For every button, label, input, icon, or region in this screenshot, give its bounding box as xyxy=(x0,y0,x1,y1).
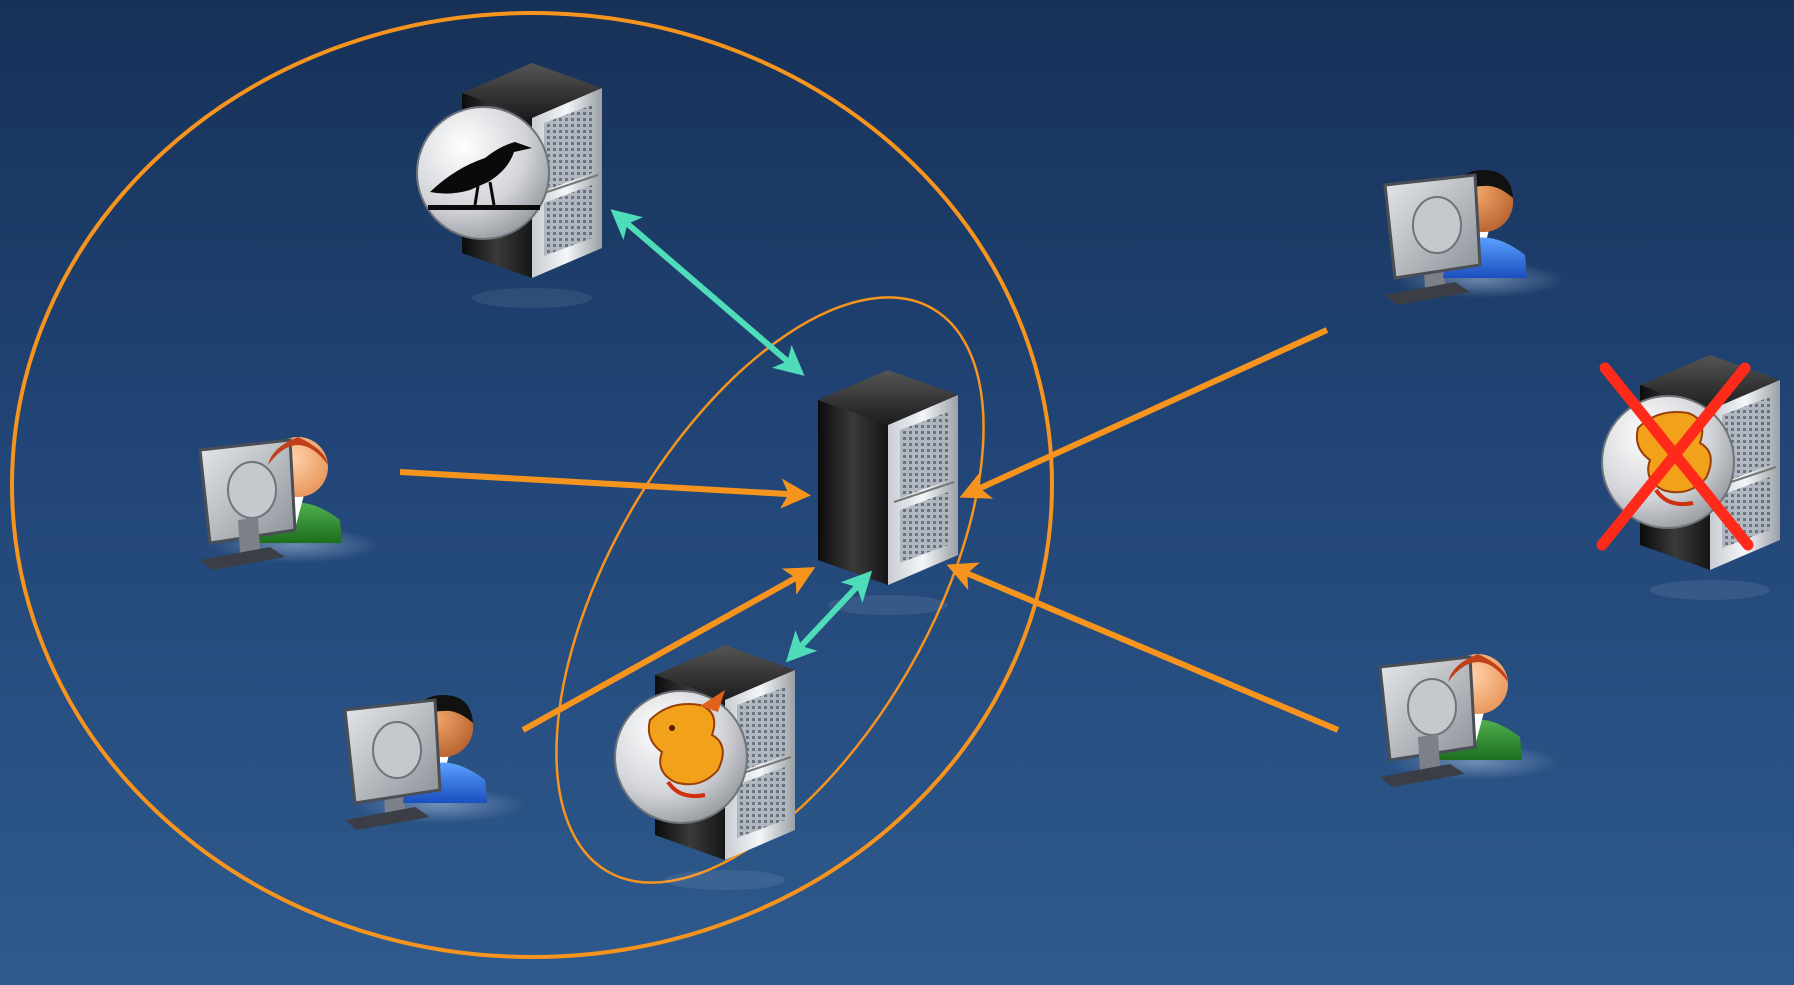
arrow-crow-to-central xyxy=(610,209,805,376)
central-server[interactable] xyxy=(817,369,959,616)
crow-icon xyxy=(428,142,540,210)
arrow-woman-outside-to-central xyxy=(946,562,1340,733)
inner-boundary-ellipse xyxy=(555,296,985,884)
arrow-woman-inside-to-central xyxy=(399,469,811,509)
griffin-icon xyxy=(647,690,725,799)
user-man-inside[interactable] xyxy=(343,695,527,832)
griffin-badge xyxy=(614,690,748,824)
arrow-man-outside-to-central xyxy=(959,327,1329,499)
hair xyxy=(268,437,328,465)
arrow-man-inside-to-central xyxy=(521,567,816,733)
cross-out-icon xyxy=(1596,362,1754,551)
user-man-outside[interactable] xyxy=(1383,170,1567,307)
crow-badge xyxy=(416,106,550,240)
hair xyxy=(1448,654,1508,682)
arrow-griffin-to-central xyxy=(785,570,873,663)
user-woman-inside[interactable] xyxy=(198,435,382,572)
outer-boundary-circle xyxy=(10,11,1054,959)
user-woman-outside[interactable] xyxy=(1378,652,1562,789)
